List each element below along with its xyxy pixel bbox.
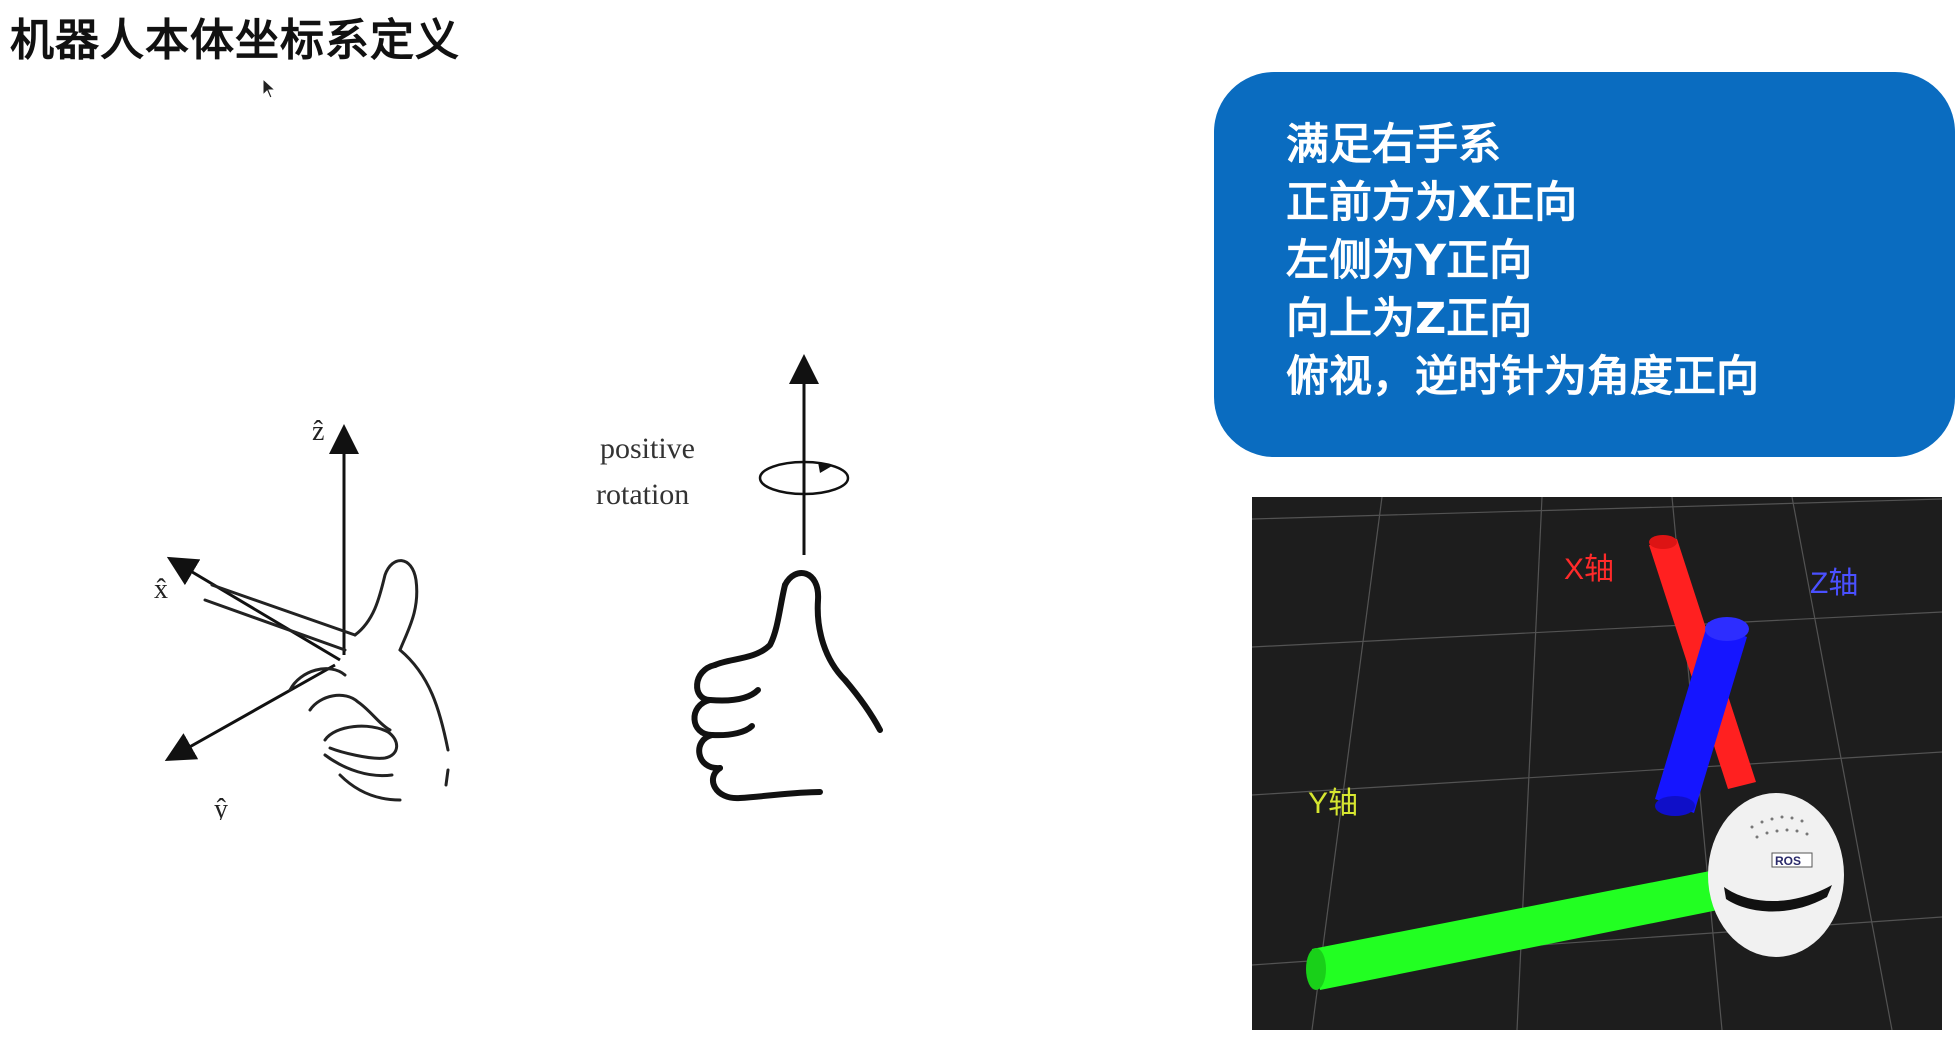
x-axis-label: x̂ — [154, 574, 168, 605]
rviz-viewport: ROS X轴 Y轴 Z轴 — [1252, 497, 1942, 1030]
x-axis-arrow — [166, 556, 341, 662]
rule-y-left: 左侧为Y正向 — [1286, 236, 1533, 286]
right-hand-axes-figure: ẑ x̂ ŷ — [154, 416, 450, 820]
rotation-label-line1: positive — [600, 432, 695, 465]
rotation-ring — [758, 460, 850, 496]
mouse-cursor-icon — [262, 78, 277, 99]
y-axis-cylinder — [1306, 871, 1718, 990]
robot-base: ROS — [1708, 793, 1844, 957]
rule-x-forward: 正前方为X正向 — [1286, 178, 1578, 228]
z-axis-cylinder — [1655, 617, 1749, 816]
robot-badge: ROS — [1775, 854, 1801, 868]
y-axis-label: ŷ — [214, 794, 228, 820]
rule-right-hand: 满足右手系 — [1286, 120, 1501, 170]
y-axis-tag: Y轴 — [1308, 787, 1358, 820]
z-axis-tag: Z轴 — [1810, 567, 1858, 600]
rotation-label-line2: rotation — [596, 478, 689, 511]
rule-ccw-positive: 俯视，逆时针为角度正向 — [1286, 352, 1759, 402]
z-axis-label: ẑ — [312, 416, 324, 447]
rule-z-up: 向上为Z正向 — [1286, 294, 1533, 344]
hand-sketch — [203, 559, 450, 802]
page-title: 机器人本体坐标系定义 — [10, 15, 460, 66]
x-axis-tag: X轴 — [1564, 553, 1614, 586]
rules-box: 满足右手系 正前方为X正向 左侧为Y正向 向上为Z正向 俯视，逆时针为角度正向 — [1214, 72, 1955, 457]
y-axis-arrow — [164, 663, 336, 761]
thumbs-up-hand-icon — [691, 570, 883, 802]
positive-rotation-figure: positive rotation — [596, 354, 883, 802]
